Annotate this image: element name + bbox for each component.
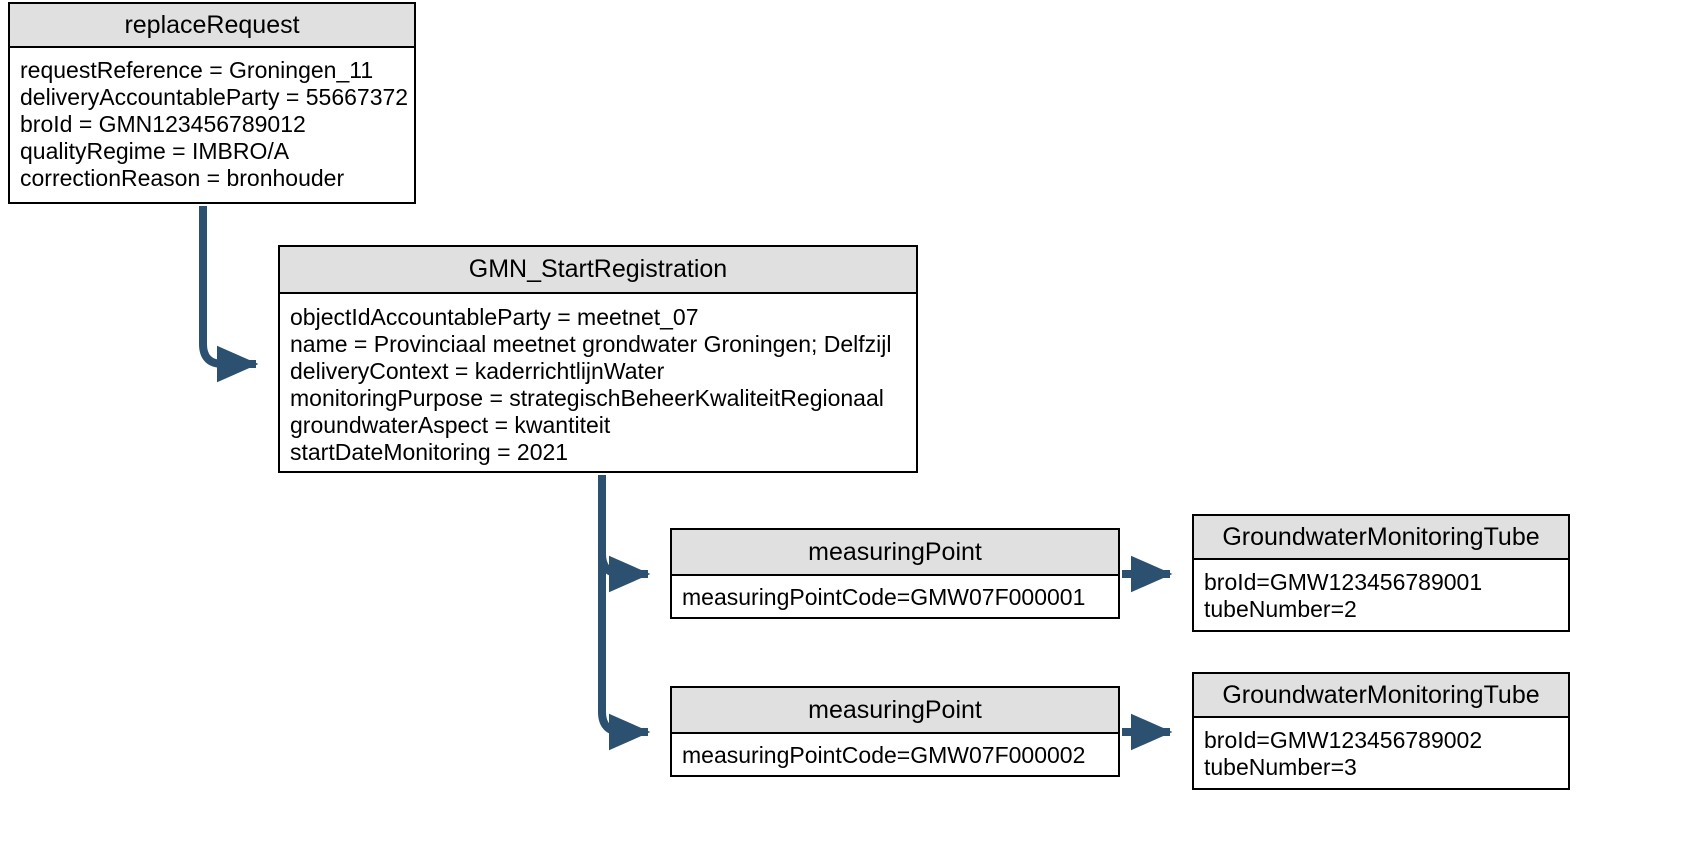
node-gmn-start-registration[interactable]: GMN_StartRegistration objectIdAccountabl… xyxy=(278,245,918,473)
node-groundwater-monitoring-tube-1[interactable]: GroundwaterMonitoringTube broId=GMW12345… xyxy=(1192,514,1570,632)
attribute-line: measuringPointCode=GMW07F000002 xyxy=(682,742,1086,768)
attribute-line: deliveryContext = kaderrichtlijnWater xyxy=(290,358,665,384)
node-measuring-point-2-title: measuringPoint xyxy=(672,688,1118,734)
node-groundwater-monitoring-tube-2-title: GroundwaterMonitoringTube xyxy=(1194,674,1568,718)
attribute-line: tubeNumber=2 xyxy=(1204,596,1357,622)
node-groundwater-monitoring-tube-1-attributes: broId=GMW123456789001 tubeNumber=2 xyxy=(1194,560,1568,631)
node-gmn-start-registration-attributes: objectIdAccountableParty = meetnet_07 na… xyxy=(280,294,916,474)
node-measuring-point-1[interactable]: measuringPoint measuringPointCode=GMW07F… xyxy=(670,528,1120,619)
attribute-line: groundwaterAspect = kwantiteit xyxy=(290,412,611,438)
attribute-line: startDateMonitoring = 2021 xyxy=(290,439,569,465)
attribute-line: measuringPointCode=GMW07F000001 xyxy=(682,584,1086,610)
attribute-line: monitoringPurpose = strategischBeheerKwa… xyxy=(290,385,884,411)
attribute-line: name = Provinciaal meetnet grondwater Gr… xyxy=(290,331,892,357)
node-groundwater-monitoring-tube-1-title: GroundwaterMonitoringTube xyxy=(1194,516,1568,560)
node-replace-request-title: replaceRequest xyxy=(10,4,414,48)
node-groundwater-monitoring-tube-2-attributes: broId=GMW123456789002 tubeNumber=3 xyxy=(1194,718,1568,789)
node-measuring-point-2[interactable]: measuringPoint measuringPointCode=GMW07F… xyxy=(670,686,1120,777)
node-replace-request-attributes: requestReference = Groningen_11 delivery… xyxy=(10,48,414,200)
connector-gmn-start-to-measuring-point-2 xyxy=(598,475,651,751)
connector-gmn-start-to-measuring-point-1 xyxy=(598,475,651,593)
attribute-line: objectIdAccountableParty = meetnet_07 xyxy=(290,304,699,330)
attribute-line: qualityRegime = IMBRO/A xyxy=(20,138,290,164)
node-gmn-start-registration-title: GMN_StartRegistration xyxy=(280,247,916,294)
attribute-line: correctionReason = bronhouder xyxy=(20,165,345,191)
connector-replace-request-to-gmn-start xyxy=(199,206,259,383)
node-measuring-point-1-attributes: measuringPointCode=GMW07F000001 xyxy=(672,576,1118,619)
attribute-line: broId=GMW123456789002 xyxy=(1204,727,1483,753)
node-replace-request[interactable]: replaceRequest requestReference = Gronin… xyxy=(8,2,416,204)
attribute-line: tubeNumber=3 xyxy=(1204,754,1357,780)
attribute-line: requestReference = Groningen_11 xyxy=(20,57,374,83)
node-groundwater-monitoring-tube-2[interactable]: GroundwaterMonitoringTube broId=GMW12345… xyxy=(1192,672,1570,790)
attribute-line: deliveryAccountableParty = 55667372 xyxy=(20,84,409,110)
attribute-line: broId=GMW123456789001 xyxy=(1204,569,1483,595)
attribute-line: broId = GMN123456789012 xyxy=(20,111,306,137)
node-measuring-point-1-title: measuringPoint xyxy=(672,530,1118,576)
node-measuring-point-2-attributes: measuringPointCode=GMW07F000002 xyxy=(672,734,1118,777)
